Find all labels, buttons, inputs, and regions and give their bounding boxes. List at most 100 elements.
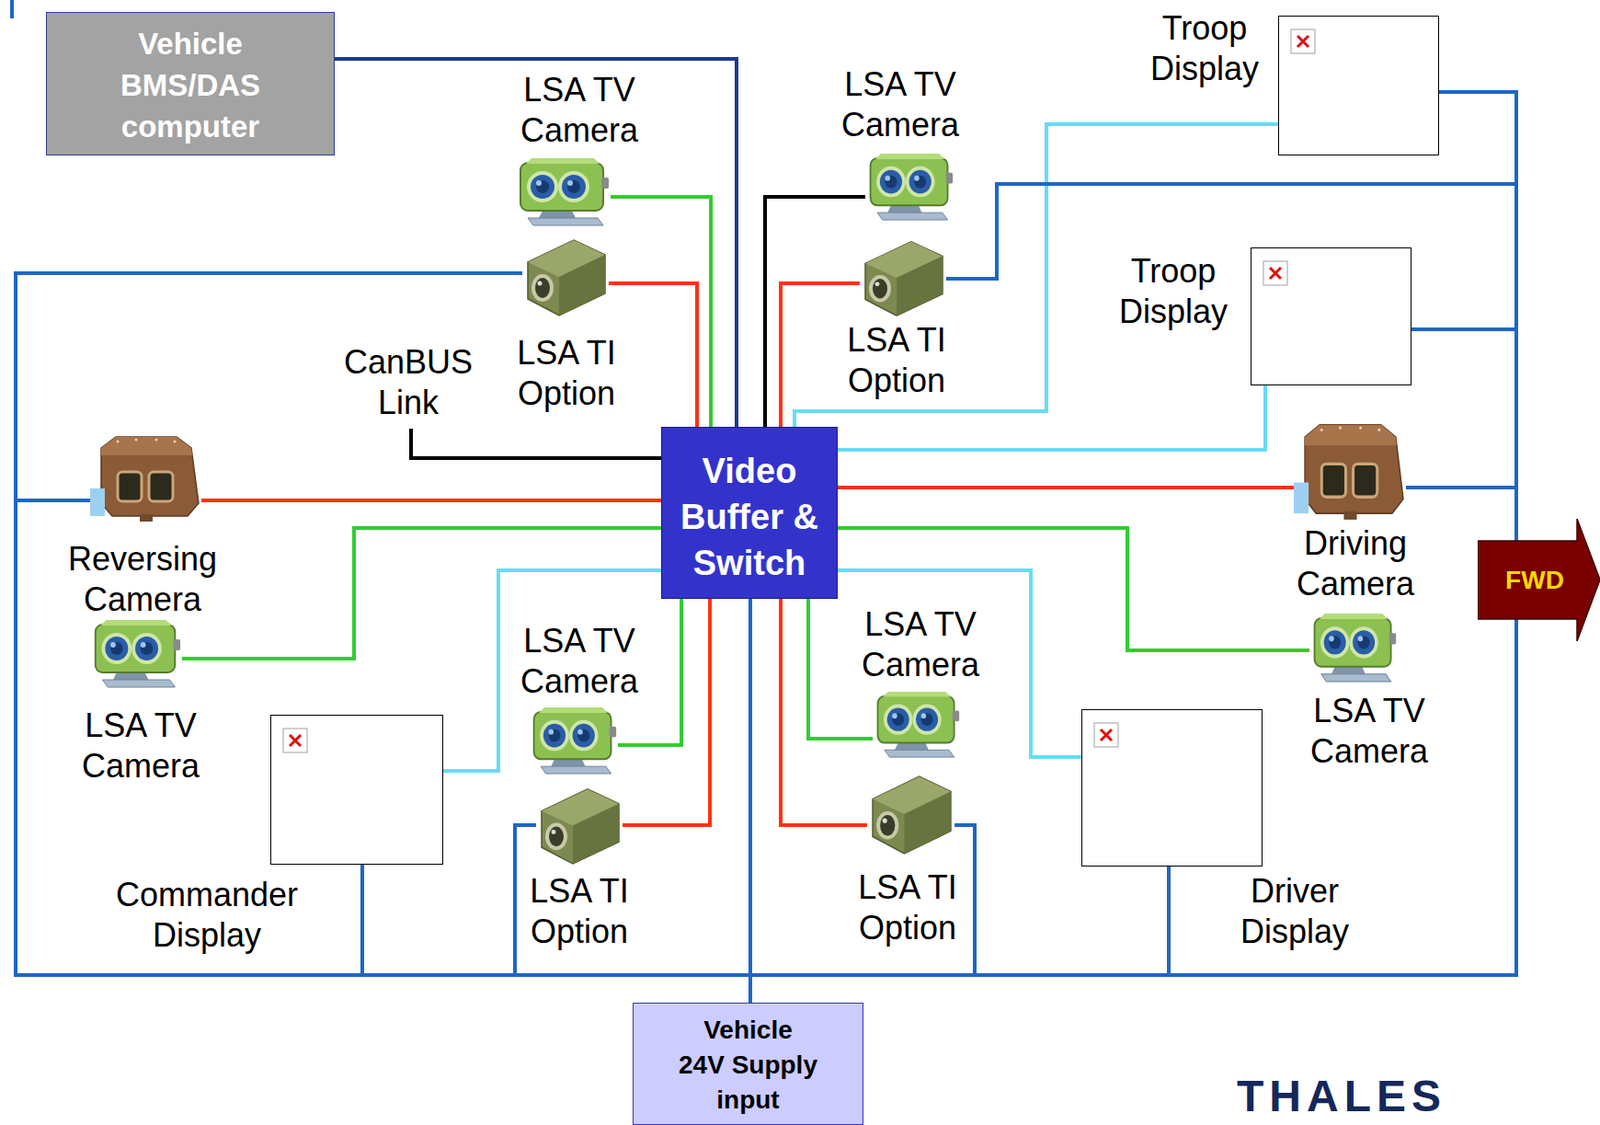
- tv-camera-icon-part: [870, 158, 949, 206]
- tv-camera: LSA TV Camera: [865, 150, 955, 225]
- dome-camera-icon-part: [1377, 428, 1381, 432]
- dome-camera-icon-part: [101, 436, 193, 456]
- display-placeholder-icon-part: [283, 728, 308, 753]
- thermal-camera-icon-part: [876, 811, 899, 840]
- tv-camera-icon-part: [946, 172, 953, 184]
- tv-camera-icon-part: [882, 691, 951, 698]
- tv-camera-icon-part: [110, 641, 116, 648]
- driving-camera: Driving Camera: [1293, 418, 1406, 521]
- dome-camera-icon-part: [101, 436, 199, 516]
- tv-camera-icon-part: [1389, 632, 1396, 644]
- tv-camera-icon-part: [539, 720, 570, 752]
- device-label: Troop Display: [1140, 8, 1269, 90]
- power-line: [750, 91, 1517, 1003]
- device-label: LSA TV Camera: [1300, 690, 1439, 772]
- video-line: [837, 485, 1294, 490]
- tv-camera-icon-part: [884, 749, 955, 757]
- forward-arrow: FWD: [1477, 518, 1600, 641]
- tv-camera-icon-part: [894, 742, 929, 751]
- thermal-camera-icon-part: [872, 776, 951, 854]
- commander-display: Commander Display: [270, 714, 444, 865]
- thermal-camera-icon-part: [572, 803, 619, 864]
- tv-camera-icon-part: [577, 729, 583, 735]
- power-line: [362, 864, 751, 1003]
- tv-camera-icon-part: [1320, 626, 1349, 658]
- thermal-camera: LSA TI Option: [859, 236, 947, 320]
- device-label: LSA TV Camera: [831, 64, 970, 146]
- tv-camera-icon-part: [952, 709, 960, 721]
- tv-camera: LSA TV Camera: [872, 688, 961, 762]
- display-placeholder-icon-part: [1263, 261, 1288, 286]
- tv-camera-icon-part: [914, 175, 926, 189]
- dome-camera-icon: [1293, 418, 1406, 521]
- tv-camera-icon-part: [887, 707, 910, 731]
- thermal-camera-icon-part: [875, 281, 880, 286]
- tv-camera-icon-part: [95, 624, 176, 673]
- thermal-camera-icon-part: [548, 825, 564, 846]
- device-label: LSA TV Camera: [510, 620, 649, 702]
- thermal-camera-icon-part: [880, 814, 895, 835]
- device-label: LSA TV Camera: [71, 705, 210, 787]
- display-placeholder-icon-part: [289, 734, 301, 746]
- tv-camera-icon-part: [561, 174, 586, 199]
- dome-camera-icon-part: [155, 438, 159, 442]
- tv-camera-icon: [514, 155, 611, 230]
- canbus-wire: [411, 428, 662, 458]
- tv-camera-icon-part: [884, 175, 891, 182]
- tv-camera-icon-part: [1358, 635, 1371, 649]
- tv-camera-icon-part: [877, 212, 948, 220]
- tv-camera-icon-part: [548, 729, 554, 735]
- display-line: [837, 570, 1082, 757]
- tv-camera-icon-part: [601, 177, 609, 189]
- box-text: Vehicle BMS/DAS computer: [107, 22, 274, 148]
- video-line: [201, 498, 662, 503]
- tv-camera-icon-part: [536, 180, 542, 186]
- display-placeholder-icon-part: [1269, 267, 1281, 279]
- thermal-camera-icon-part: [865, 241, 943, 316]
- power-line: [15, 273, 751, 1003]
- tv-camera: LSA TV Camera: [514, 155, 611, 230]
- box-text: Video Buffer & Switch: [665, 447, 834, 586]
- tv-camera-icon-part: [548, 729, 560, 743]
- tv-camera-icon-part: [1321, 674, 1392, 682]
- tv-camera-icon-part: [878, 696, 955, 743]
- dome-camera-icon-part: [135, 438, 138, 442]
- display-placeholder-icon: [1082, 709, 1262, 866]
- tv-camera-icon: [872, 688, 961, 762]
- tv-camera-icon-part: [527, 217, 604, 226]
- tv-camera-icon-part: [135, 636, 159, 661]
- dome-camera-icon-part: [1304, 424, 1404, 514]
- tv-camera-icon: [1309, 610, 1398, 686]
- arrow-text: FWD: [1485, 540, 1585, 619]
- tv-camera-icon-part: [172, 639, 181, 651]
- tv-camera-icon-part: [543, 723, 566, 748]
- tv-camera-icon-part: [577, 729, 590, 743]
- tv-camera-icon-part: [1328, 635, 1341, 649]
- tv-camera-icon: [90, 617, 183, 692]
- thermal-camera-icon-part: [527, 240, 606, 316]
- tv-camera-icon-part: [540, 765, 611, 774]
- thermal-camera-icon-part: [559, 254, 606, 316]
- dome-camera-icon-part: [1293, 482, 1309, 515]
- tv-camera-icon-part: [912, 704, 941, 735]
- device-label: LSA TI Option: [836, 320, 957, 401]
- dome-camera-icon: [90, 431, 202, 523]
- tv-camera-icon-part: [530, 174, 555, 199]
- display-line: [443, 570, 662, 771]
- display-placeholder-icon-part: [1094, 722, 1119, 747]
- power-line: [15, 500, 751, 1003]
- tv-camera-icon-part: [1348, 626, 1378, 658]
- thermal-camera-icon-part: [545, 822, 568, 851]
- thermal-camera-icon-part: [551, 829, 557, 835]
- tv-camera-icon-part: [884, 175, 897, 189]
- box-text: Vehicle 24V Supply input: [677, 1012, 820, 1118]
- tv-camera-icon-part: [1319, 613, 1388, 619]
- tv-camera-icon-part: [891, 712, 904, 726]
- tv-camera-icon-part: [567, 180, 581, 194]
- tv-camera-icon-part: [883, 704, 913, 735]
- tv-camera-icon-part: [538, 210, 576, 218]
- dome-camera-icon-part: [1343, 511, 1357, 520]
- tv-camera-icon-part: [104, 636, 128, 661]
- tv-camera-icon-part: [1324, 629, 1347, 654]
